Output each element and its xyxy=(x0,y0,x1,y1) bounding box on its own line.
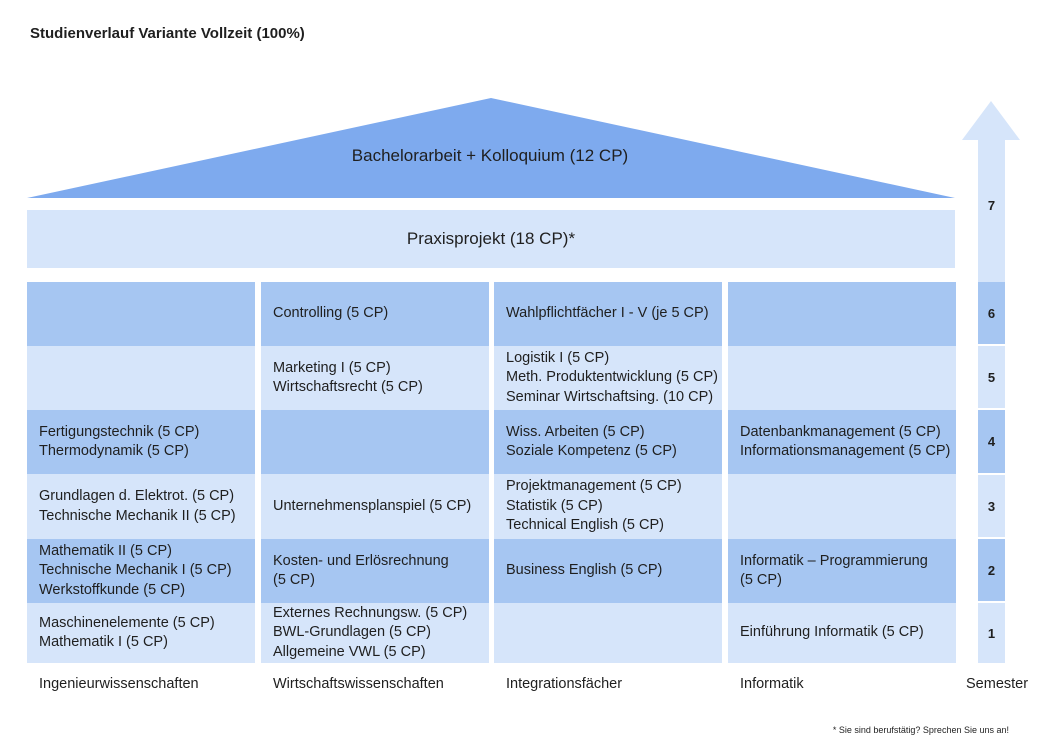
subject-column: Fertigungstechnik (5 CP) Thermodynamik (5… xyxy=(27,282,255,663)
module-text: Controlling (5 CP) xyxy=(273,305,389,322)
semester-number: 1 xyxy=(978,603,1005,663)
subject-column: Wahlpflichtfächer I - V (je 5 CP) Logisti… xyxy=(494,282,722,663)
semester-label: Semester xyxy=(966,676,1029,692)
module-text: Statistik (5 CP) xyxy=(506,497,603,514)
page-title: Studienverlauf Variante Vollzeit (100%) xyxy=(30,25,305,42)
semester-number: 2 xyxy=(978,539,1005,601)
module-text: Allgemeine VWL (5 CP) xyxy=(273,643,426,660)
module-text: Grundlagen d. Elektrot. (5 CP) xyxy=(39,488,235,504)
module-text: Fertigungstechnik (5 CP) xyxy=(39,423,200,440)
module-text: Marketing I (5 CP) xyxy=(273,359,391,376)
semester-number: 4 xyxy=(978,410,1005,473)
module-text: Wiss. Arbeiten (5 CP) xyxy=(506,423,645,440)
module-text: Thermodynamik (5 CP) xyxy=(39,443,189,459)
module-text: Datenbankmanagement (5 CP) xyxy=(740,423,941,440)
module-cell: Wiss. Arbeiten (5 CP) Soziale Kompetenz (… xyxy=(494,410,722,474)
module-cell: Einführung Informatik (5 CP) xyxy=(728,603,956,663)
module-text: Technical English (5 CP) xyxy=(506,517,664,534)
module-cell: Unternehmensplanspiel (5 CP) xyxy=(261,474,489,539)
module-cell: Grundlagen d. Elektrot. (5 CP) Technische… xyxy=(27,474,255,539)
semester-number: 3 xyxy=(978,475,1005,537)
module-cell: Marketing I (5 CP) Wirtschaftsrecht (5 CP… xyxy=(261,346,489,410)
module-text: Unternehmensplanspiel (5 CP) xyxy=(273,497,472,514)
module-cell xyxy=(494,603,722,663)
module-text: (5 CP) xyxy=(740,572,782,588)
subject-column: Datenbankmanagement (5 CP) Informationsma… xyxy=(728,282,956,663)
module-text: Technische Mechanik II (5 CP) xyxy=(39,507,236,524)
module-text: Einführung Informatik (5 CP) xyxy=(740,624,924,641)
column-label: Wirtschaftswissenschaften xyxy=(273,676,444,692)
module-text: Wahlpflichtfächer I - V (je 5 CP) xyxy=(506,305,709,322)
footnote: * Sie sind berufstätig? Sprechen Sie uns… xyxy=(832,725,1009,735)
module-text: Informatik – Programmierung xyxy=(740,552,928,569)
praxis-label: Praxisprojekt (18 CP)* xyxy=(406,229,576,248)
semester-number: 6 xyxy=(978,282,1005,344)
module-text: Wirtschaftsrecht (5 CP) xyxy=(273,379,423,395)
module-cell xyxy=(728,346,956,410)
module-cell: Wahlpflichtfächer I - V (je 5 CP) xyxy=(494,282,722,346)
semester-number: 7 xyxy=(987,198,996,213)
column-label: Informatik xyxy=(740,676,804,692)
module-text: Business English (5 CP) xyxy=(506,562,663,579)
module-text: (5 CP) xyxy=(273,572,315,588)
module-cell: Fertigungstechnik (5 CP) Thermodynamik (5… xyxy=(27,410,255,474)
module-text: Projektmanagement (5 CP) xyxy=(506,478,682,495)
module-cell: Externes Rechnungsw. (5 CP) BWL-Grundlage… xyxy=(261,603,489,663)
module-cell: Informatik – Programmierung (5 CP) xyxy=(728,539,956,603)
column-label: Integrationsfächer xyxy=(506,676,623,692)
module-cell: Datenbankmanagement (5 CP) Informationsma… xyxy=(728,410,956,474)
module-cell: Logistik I (5 CP) Meth. Produktentwicklun… xyxy=(494,346,722,410)
module-cell xyxy=(27,346,255,410)
module-text: Kosten- und Erlösrechnung xyxy=(273,552,449,569)
module-text: Mathematik I (5 CP) xyxy=(39,634,168,650)
module-cell: Kosten- und Erlösrechnung (5 CP) xyxy=(261,539,489,603)
module-cell: Mathematik II (5 CP) Technische Mechanik … xyxy=(27,539,255,603)
module-text: Werkstoffkunde (5 CP) xyxy=(39,581,186,598)
subject-column: Controlling (5 CP) Marketing I (5 CP) Wirt… xyxy=(261,282,489,663)
module-cell: Business English (5 CP) xyxy=(494,539,722,603)
module-text: Externes Rechnungsw. (5 CP) xyxy=(273,604,468,621)
module-text: Maschinenelemente (5 CP) xyxy=(39,614,215,631)
module-cell xyxy=(728,282,956,346)
module-text: Meth. Produktentwicklung (5 CP) xyxy=(506,369,718,386)
module-text: Soziale Kompetenz (5 CP) xyxy=(506,443,677,459)
module-text: Technische Mechanik I (5 CP) xyxy=(39,562,232,579)
module-cell xyxy=(261,410,489,474)
module-text: BWL-Grundlagen (5 CP) xyxy=(273,624,431,641)
module-cell xyxy=(27,282,255,346)
module-cell xyxy=(728,474,956,539)
roof-label: Bachelorarbeit + Kolloquium (12 CP) xyxy=(351,146,629,165)
module-text: Mathematik II (5 CP) xyxy=(39,542,172,559)
module-text: Seminar Wirtschaftsing. (10 CP) xyxy=(506,388,714,405)
module-text: Logistik I (5 CP) xyxy=(506,349,610,366)
module-text: Informationsmanagement (5 CP) xyxy=(740,443,951,459)
semester-number: 5 xyxy=(978,346,1005,408)
module-cell: Controlling (5 CP) xyxy=(261,282,489,346)
module-cell: Projektmanagement (5 CP) Statistik (5 CP)… xyxy=(494,474,722,539)
column-label: Ingenieurwissenschaften xyxy=(39,676,199,692)
praxis-project-band: Praxisprojekt (18 CP)* xyxy=(27,210,955,268)
module-cell: Maschinenelemente (5 CP) Mathematik I (5 … xyxy=(27,603,255,663)
